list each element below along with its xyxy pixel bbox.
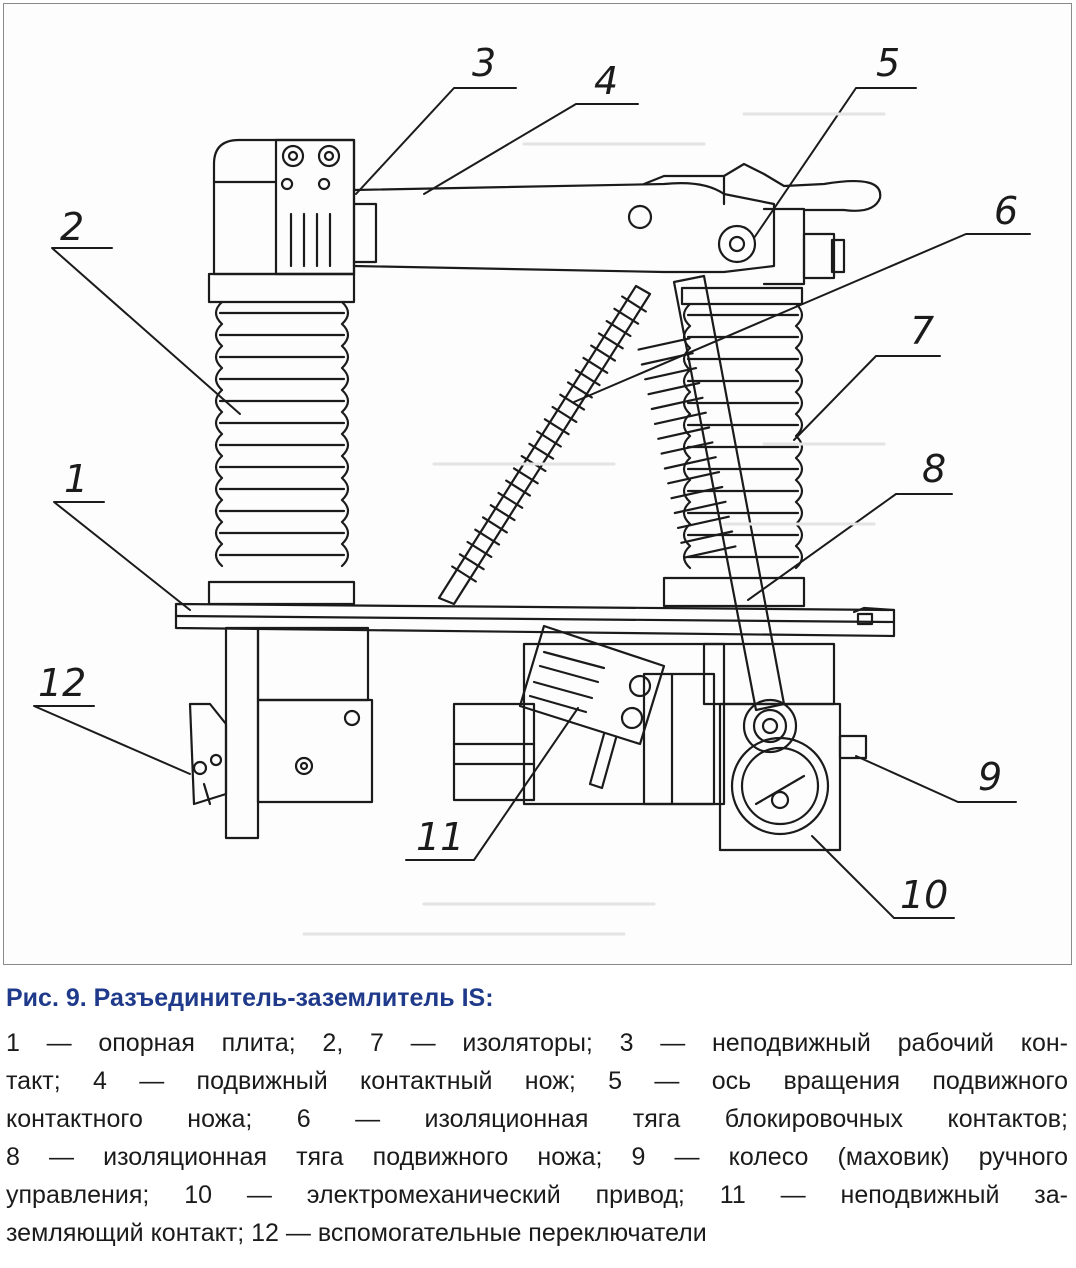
caption-line: земляющий контакт; 12 — вспомогательные … <box>6 1219 707 1247</box>
callout-9: 9 <box>978 755 1002 799</box>
caption-line: 1 — опорная плита; 2, 7 — изоляторы; 3 —… <box>6 1029 1068 1057</box>
left-insulator <box>207 272 356 606</box>
electromechanical-drive <box>718 698 842 852</box>
callout-11: 11 <box>416 815 464 859</box>
callout-4: 4 <box>594 59 618 103</box>
callout-7: 7 <box>910 309 934 353</box>
moving-contact-blade <box>352 162 882 280</box>
callout-3: 3 <box>472 41 496 85</box>
blocking-contacts-rod <box>437 284 652 606</box>
lower-housing <box>224 626 836 840</box>
callout-labels: 3 4 5 6 2 7 8 1 12 9 11 10 <box>38 41 1018 917</box>
caption-line: контактного ножа; 6 — изоляционная тяга … <box>6 1105 1068 1133</box>
disconnector-drawing: 3 4 5 6 2 7 8 1 12 9 11 10 <box>33 41 1031 936</box>
callout-10: 10 <box>900 873 948 917</box>
handwheel-shaft <box>838 734 868 760</box>
scan-texture <box>302 112 886 936</box>
caption-line: такт; 4 — подвижный контактный нож; 5 — … <box>6 1067 1068 1095</box>
leader-lines <box>33 87 1031 919</box>
caption-body: 1 — опорная плита; 2, 7 — изоляторы; 3 —… <box>6 1024 1068 1252</box>
caption-line: 8 — изоляционная тяга подвижного ножа; 9… <box>6 1143 1068 1171</box>
base-plate <box>174 602 896 638</box>
rotation-axis <box>717 207 806 286</box>
auxiliary-switches <box>188 702 228 806</box>
callout-8: 8 <box>922 447 946 491</box>
figure-frame: 3 4 5 6 2 7 8 1 12 9 11 10 <box>3 3 1072 965</box>
callout-1: 1 <box>64 457 88 501</box>
callout-2: 2 <box>60 205 84 249</box>
fixed-working-contact <box>212 138 356 276</box>
caption-line: управления; 10 — электромеханический при… <box>6 1181 1068 1209</box>
callout-6: 6 <box>994 189 1018 233</box>
fixed-earthing-contact <box>518 624 666 790</box>
callout-12: 12 <box>38 661 86 705</box>
caption-title: Рис. 9. Разъединитель-заземлитель IS: <box>6 984 494 1012</box>
callout-5: 5 <box>876 41 900 85</box>
